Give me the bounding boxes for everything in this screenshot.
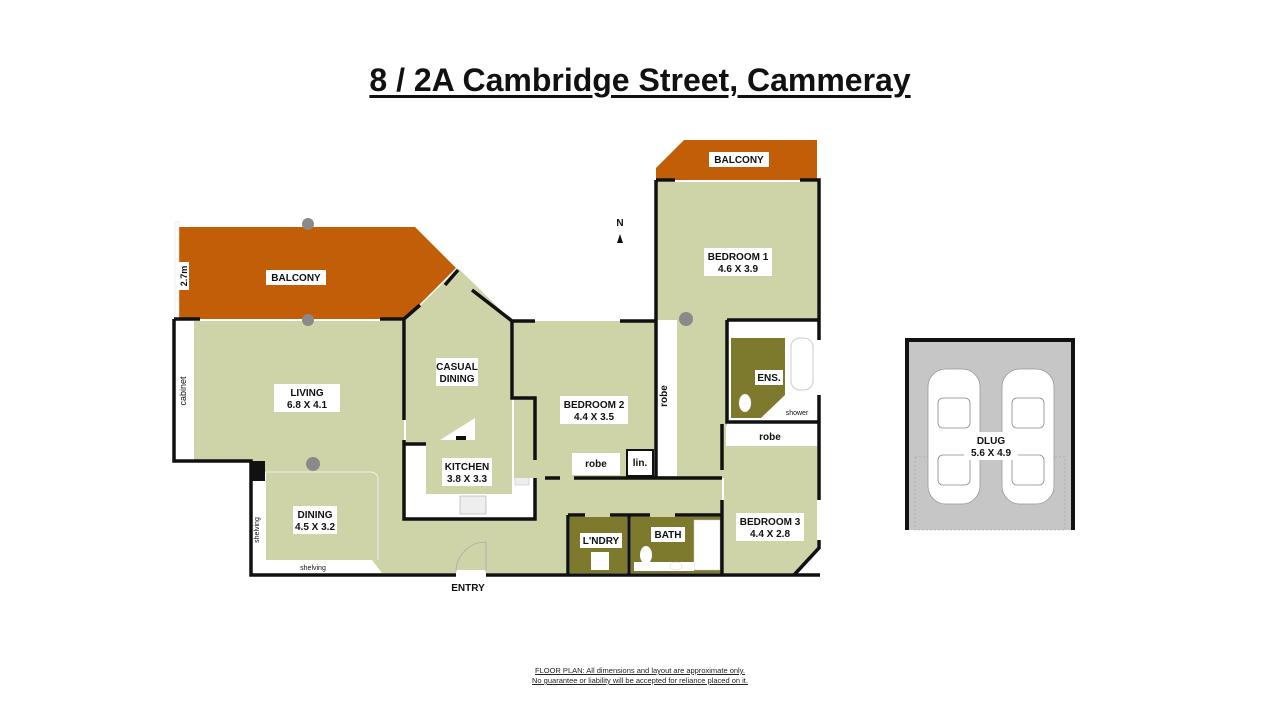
casual-dining-label: CASUAL <box>436 362 478 373</box>
page-title: 8 / 2A Cambridge Street, Cammeray <box>369 62 911 98</box>
walls <box>172 178 821 577</box>
laundry-label: L'NDRY <box>583 536 620 547</box>
linen-label: lin. <box>633 458 648 469</box>
living-label: LIVING <box>290 388 324 399</box>
bathtub-icon <box>693 519 721 571</box>
bedroom-3: robe BEDROOM 3 4.4 X 2.8 <box>724 426 817 573</box>
light-icon <box>306 457 320 471</box>
washer-icon <box>591 552 609 570</box>
shower-label: shower <box>786 410 809 417</box>
garage-dims: 5.6 X 4.9 <box>971 448 1011 459</box>
balcony-dim-label: 2.7m <box>179 266 189 287</box>
bedroom1-label: BEDROOM 1 <box>708 252 769 263</box>
dining-label: DINING <box>298 510 333 521</box>
robe-bed1-label: robe <box>659 385 670 407</box>
light-icon <box>679 312 693 326</box>
casual-dining-label2: DINING <box>440 374 475 385</box>
bath: BATH <box>631 517 722 573</box>
garage-label: DLUG <box>977 436 1006 447</box>
entry: ENTRY <box>451 541 487 594</box>
disclaimer-line2: No guarantee or liability will be accept… <box>532 676 748 685</box>
shelving-side-label: shelving <box>254 517 261 543</box>
bathtub-icon <box>790 337 814 391</box>
bedroom3-dims: 4.4 X 2.8 <box>750 529 790 540</box>
laundry: L'NDRY <box>570 517 627 573</box>
living-dining-area: cabinet shelving shelving LIVING 6.8 X 4… <box>176 314 722 573</box>
shelving-bottom-label: shelving <box>300 565 326 572</box>
kitchen-label: KITCHEN <box>445 462 489 473</box>
toilet-icon <box>640 546 652 564</box>
bedroom3-label: BEDROOM 3 <box>740 517 801 528</box>
toilet-icon <box>738 393 752 413</box>
bedroom-1: robe BEDROOM 1 4.6 X 3.9 <box>656 182 817 478</box>
bath-label: BATH <box>654 530 681 541</box>
bedroom-2: robe lin. BEDROOM 2 4.4 X 3.5 <box>514 321 656 478</box>
bedroom2-dims: 4.4 X 3.5 <box>574 412 614 423</box>
dining-dims: 4.5 X 3.2 <box>295 522 335 533</box>
light-icon <box>302 314 314 326</box>
bedroom2-label: BEDROOM 2 <box>564 400 625 411</box>
north-arrow-icon <box>617 234 623 243</box>
disclaimer: FLOOR PLAN: All dimensions and layout ar… <box>0 666 1280 686</box>
car-icon <box>1001 368 1055 505</box>
garage: DLUG 5.6 X 4.9 <box>905 338 1075 531</box>
living-dims: 6.8 X 4.1 <box>287 400 327 411</box>
robe-bed2-label: robe <box>585 459 607 470</box>
disclaimer-line1: FLOOR PLAN: All dimensions and layout ar… <box>535 666 745 675</box>
bedroom1-dims: 4.6 X 3.9 <box>718 264 758 275</box>
cabinet-label: cabinet <box>178 376 188 406</box>
compass-label: N <box>616 218 623 229</box>
balcony-main-label: BALCONY <box>271 273 321 284</box>
ensuite-label: ENS. <box>757 373 781 384</box>
door-icon <box>455 541 487 573</box>
ensuite: shower ENS. <box>729 321 817 422</box>
entry-label: ENTRY <box>451 583 485 594</box>
compass: N <box>616 218 624 243</box>
cooktop-icon <box>459 495 487 515</box>
balcony-bed1-label: BALCONY <box>714 155 764 166</box>
balcony-main: BALCONY 2.7m <box>174 218 456 323</box>
kitchen-dims: 3.8 X 3.3 <box>447 474 487 485</box>
balcony-bed1: BALCONY <box>656 140 817 180</box>
basin-icon <box>669 561 683 571</box>
light-icon <box>302 218 314 230</box>
robe-bed3-label: robe <box>759 432 781 443</box>
